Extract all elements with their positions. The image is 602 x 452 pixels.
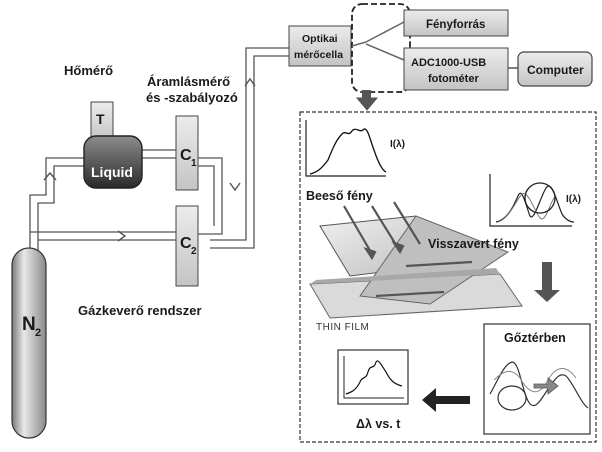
down-arrow-right — [534, 262, 560, 302]
liquid-label: Liquid — [91, 164, 133, 180]
light-source-box: Fényforrás — [403, 9, 509, 37]
flow-chevrons — [43, 77, 256, 242]
flow-controller-label-line2: és -szabályozó — [146, 90, 238, 105]
thermometer-label: Hőmérő — [64, 63, 113, 78]
thin-film-label: THIN FILM — [316, 322, 369, 333]
reflected-spectrum-chart: I(λ) — [489, 174, 581, 227]
photometer-label-line1: ADC1000-USB — [411, 57, 486, 69]
computer-label: Computer — [527, 63, 584, 77]
c1-label: C — [180, 147, 192, 164]
n2-cylinder: N 2 — [11, 247, 47, 439]
incident-spectrum-label: I(λ) — [390, 139, 405, 150]
flow-controller-label: Áramlásmérő — [147, 74, 230, 89]
reflected-spectrum-label: I(λ) — [566, 194, 581, 205]
gas-mixer-label: Gázkeverő rendszer — [78, 303, 202, 318]
incident-light-label: Beeső fény — [306, 189, 373, 203]
photometer-box: ADC1000-USB fotométer — [403, 47, 509, 91]
thin-film-illustration — [309, 215, 523, 319]
controller-c2: C 2 — [175, 205, 199, 287]
fiber-enclosure — [351, 3, 411, 93]
vapor-label: Gőztérben — [504, 331, 566, 345]
photometer-label-line2: fotométer — [428, 73, 479, 85]
light-rays — [343, 201, 473, 298]
left-arrow — [422, 388, 470, 412]
thermometer-probe-label: T — [96, 111, 105, 127]
n2-label: N — [22, 314, 36, 335]
c2-label: C — [180, 235, 192, 252]
c1-subscript: 1 — [191, 158, 197, 169]
c2-subscript: 2 — [191, 246, 197, 257]
optical-cell-label-line2: mérőcella — [294, 49, 343, 61]
gas-piping — [29, 47, 290, 250]
liquid-vessel: Liquid — [83, 135, 143, 189]
incident-spectrum-chart: I(λ) — [305, 120, 405, 177]
reflected-light-label: Visszavert fény — [428, 237, 519, 251]
light-source-label: Fényforrás — [426, 19, 485, 31]
computer-box: Computer — [517, 51, 593, 87]
delta-lambda-label: Δλ vs. t — [356, 417, 401, 431]
n2-subscript: 2 — [35, 327, 41, 339]
optical-cell-label-line1: Optikai — [302, 33, 338, 45]
fiber-lines — [351, 21, 405, 61]
vapor-spectrum-box: Gőztérben — [483, 323, 591, 435]
controller-c1: C 1 — [175, 115, 199, 191]
delta-lambda-chart — [337, 349, 409, 405]
optical-cell-box: Optikai mérőcella — [288, 25, 352, 67]
